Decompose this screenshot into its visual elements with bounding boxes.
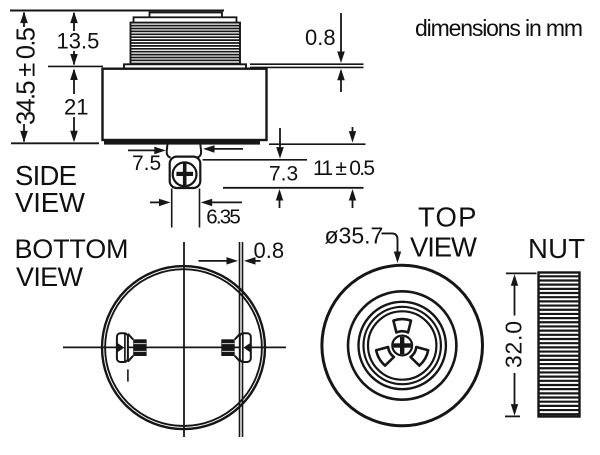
svg-text:NUT: NUT xyxy=(528,233,585,264)
svg-text:TOP: TOP xyxy=(418,202,477,233)
svg-text:34.5 ± 0.5: 34.5 ± 0.5 xyxy=(13,27,41,125)
svg-text:6.35: 6.35 xyxy=(206,206,241,229)
svg-text:BOTTOM: BOTTOM xyxy=(15,234,129,264)
svg-text:7.3: 7.3 xyxy=(269,163,298,186)
svg-text:VIEW: VIEW xyxy=(16,262,84,292)
svg-text:13.5: 13.5 xyxy=(57,29,100,54)
svg-text:0.8: 0.8 xyxy=(254,238,285,263)
svg-text:VIEW: VIEW xyxy=(410,232,477,263)
svg-text:dimensions in mm: dimensions in mm xyxy=(415,15,583,41)
svg-text:32.0: 32.0 xyxy=(501,321,527,368)
svg-text:21: 21 xyxy=(64,95,88,120)
svg-text:VIEW: VIEW xyxy=(15,187,85,218)
svg-text:ø35.7: ø35.7 xyxy=(325,223,384,249)
svg-text:0.8: 0.8 xyxy=(305,25,336,50)
svg-text:11 ± 0.5: 11 ± 0.5 xyxy=(313,157,375,180)
svg-text:7.5: 7.5 xyxy=(132,152,161,175)
svg-text:SIDE: SIDE xyxy=(15,160,77,191)
